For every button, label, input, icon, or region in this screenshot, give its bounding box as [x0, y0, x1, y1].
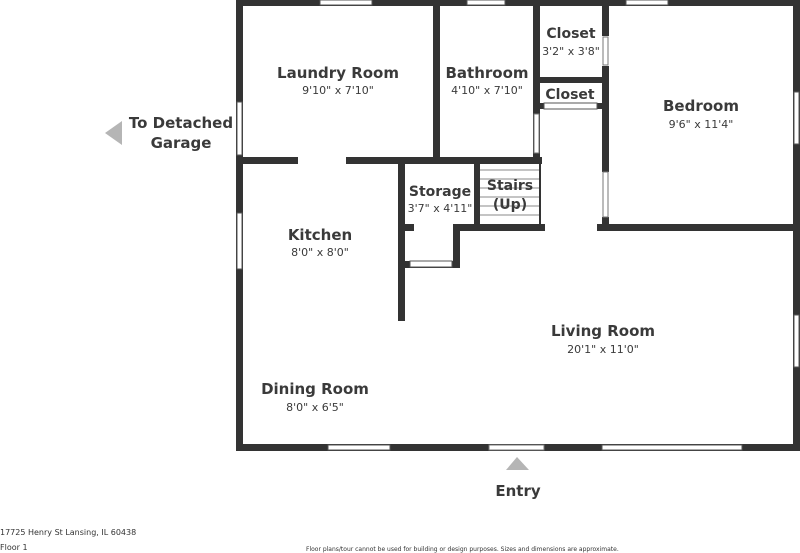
entry-arrow-icon [506, 457, 529, 470]
kitchen-dims: 8'0" x 8'0" [291, 246, 349, 259]
dining-room-name: Dining Room [261, 380, 369, 398]
laundry-room-dims: 9'10" x 7'10" [302, 84, 374, 97]
closet-1-dims: 3'2" x 3'8" [542, 45, 600, 58]
storage-dims: 3'7" x 4'11" [408, 202, 473, 215]
dining-room-dims: 8'0" x 6'5" [286, 401, 344, 414]
bathroom-dims: 4'10" x 7'10" [451, 84, 523, 97]
bedroom-dims: 9'6" x 11'4" [669, 118, 734, 131]
openings [488, 36, 609, 451]
floor-label: Floor 1 [0, 543, 28, 552]
kitchen-name: Kitchen [288, 226, 352, 244]
garage-label-line2: Garage [151, 134, 212, 152]
stairs-name: Stairs [487, 178, 533, 194]
entry-label: Entry [495, 482, 540, 500]
interior-walls [243, 6, 793, 321]
stairs-sub: (Up) [493, 197, 527, 213]
address-text: 17725 Henry St Lansing, IL 60438 [0, 528, 137, 537]
garage-label-line1: To Detached [129, 114, 233, 132]
storage-name: Storage [409, 184, 471, 200]
windows [236, 0, 800, 451]
garage-arrow-icon [105, 121, 122, 145]
living-room-dims: 20'1" x 11'0" [567, 343, 639, 356]
living-room-name: Living Room [551, 322, 655, 340]
closet-2-name: Closet [545, 87, 595, 103]
closet-1-name: Closet [546, 26, 596, 42]
disclaimer-text: Floor plans/tour cannot be used for buil… [306, 546, 619, 553]
bedroom-name: Bedroom [663, 97, 739, 115]
bathroom-name: Bathroom [445, 64, 528, 82]
laundry-room-name: Laundry Room [277, 64, 399, 82]
stair-treads [480, 169, 540, 216]
